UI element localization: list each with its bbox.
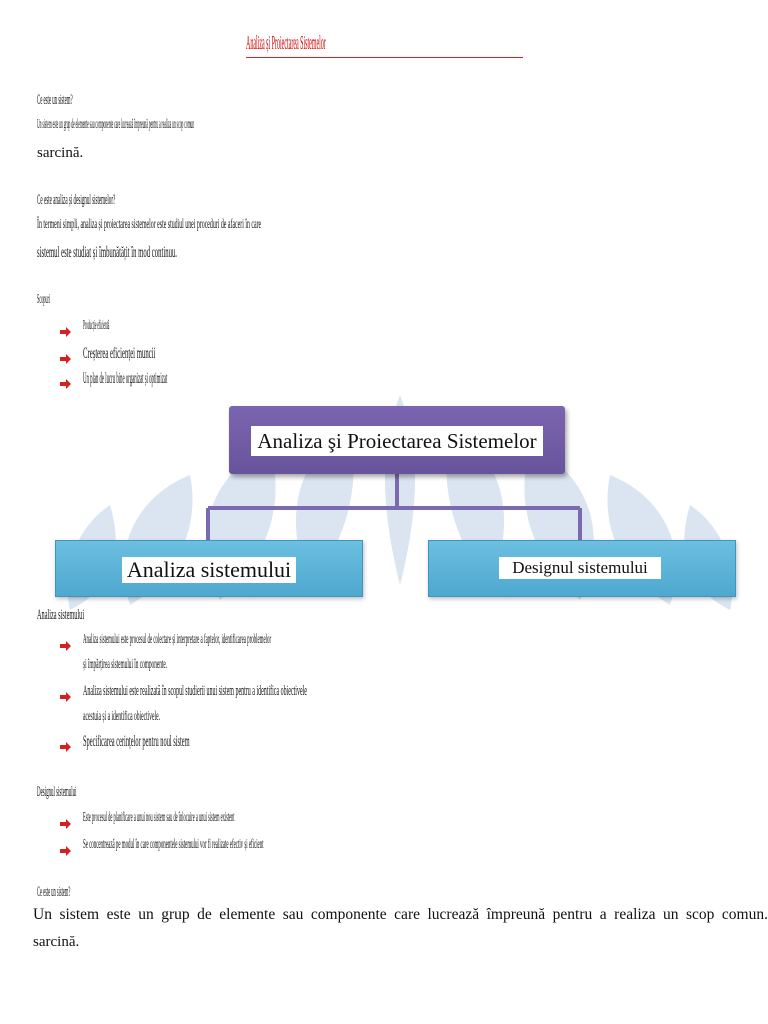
section2-line2: sistemul este studiat și îmbunătățit în … [37, 244, 177, 261]
arrow-bullet-icon [60, 327, 71, 337]
diagram-root-label: Analiza şi Proiectarea Sistemelor [251, 426, 543, 456]
section3-heading: Scopuri [37, 292, 51, 307]
goals-list-item: Un plan de lucru bine organizat și optim… [83, 370, 168, 387]
section6-line1: Un sistem este un grup de elemente sau c… [33, 906, 768, 923]
arrow-bullet-icon [60, 641, 71, 651]
arrow-bullet-icon [60, 742, 71, 752]
analysis-list-item-line: acestuia și a identifica obiectivele. [83, 709, 160, 724]
analysis-list-item-line: Analiza sistemului este procesul de cole… [83, 632, 272, 647]
document-title: Analiza și Proiectarea Sistemelor [246, 32, 326, 54]
diagram-right-label: Designul sistemului [499, 557, 661, 579]
arrow-bullet-icon [60, 819, 71, 829]
design-list-item: Se concentrează pe modul în care compone… [83, 837, 264, 852]
analysis-list-item-line: Specificarea cerințelor pentru noul sist… [83, 733, 190, 750]
section4-heading: Analiza sistemului [37, 607, 85, 623]
arrow-bullet-icon [60, 692, 71, 702]
diagram-left-node: Analiza sistemului [55, 540, 363, 597]
diagram-right-node: Designul sistemului [428, 540, 736, 597]
design-list-item: Este procesul de planificare a unui nou … [83, 810, 235, 825]
section6-line2: sarcină. [33, 934, 80, 950]
section1-heading: Ce este un sistem? [37, 92, 73, 108]
arrow-bullet-icon [60, 354, 71, 364]
section5-heading: Designul sistemului [37, 784, 77, 800]
arrow-bullet-icon [60, 379, 71, 389]
goals-list-item: Creșterea eficienței muncii [83, 345, 156, 362]
title-underline [246, 57, 523, 58]
analysis-list-item-line: și împărțirea sistemului în componente. [83, 657, 168, 672]
diagram-root-node: Analiza şi Proiectarea Sistemelor [229, 406, 565, 474]
section6-heading: Ce este un sistem? [37, 884, 71, 900]
section1-line1: Un sistem este un grup de elemente sau c… [37, 117, 195, 132]
section1-line2: sarcină. [37, 145, 84, 161]
arrow-bullet-icon [60, 846, 71, 856]
analysis-list-item-line: Analiza sistemului este realizată în sco… [83, 683, 307, 699]
goals-list-item: Producție eficientă [83, 318, 110, 333]
section2-line1: În termeni simpli, analiza și proiectare… [37, 217, 262, 232]
diagram-left-label: Analiza sistemului [122, 557, 296, 583]
section2-heading: Ce este analiza și designul sistemelor? [37, 192, 116, 208]
